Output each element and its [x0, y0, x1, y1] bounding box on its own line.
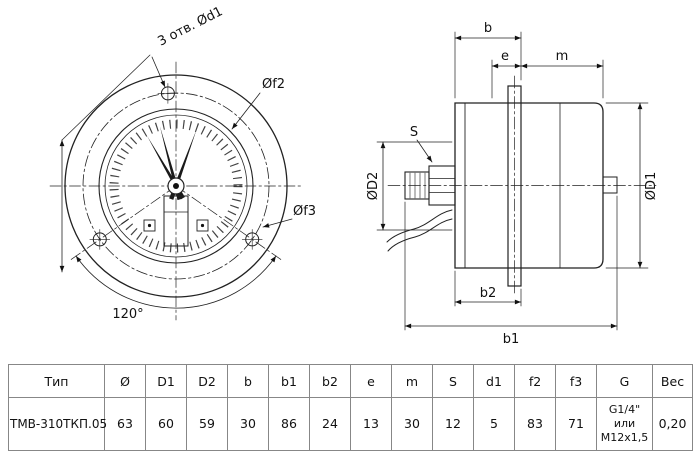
spec-header-cell: b1: [268, 364, 310, 398]
spec-value-cell: 0,20: [652, 397, 693, 451]
bolt-circle: [82, 92, 270, 280]
side-view: S b e m ØD1 ØD2 b2 b1: [366, 21, 659, 347]
spec-value-cell: 30: [391, 397, 433, 451]
scale-ticks: [109, 119, 243, 253]
spec-value-cell: 12: [432, 397, 474, 451]
spec-value-cell: 71: [555, 397, 597, 451]
threaded-connection: [404, 171, 430, 200]
flange-outline: [64, 74, 288, 298]
spec-value-cell: 5: [473, 397, 515, 451]
bottom-extension-lines: [404, 195, 618, 331]
radial-centerline-right: [175, 185, 284, 262]
spec-value-cell: 60: [145, 397, 187, 451]
spec-header-cell: D2: [186, 364, 228, 398]
left-dimension-leader: [61, 54, 151, 141]
spec-table: Тип Ø D1 D2 b b1 b2 e m S d1 f2 f3 G Вес…: [8, 364, 693, 451]
s-label: S: [410, 125, 418, 140]
spec-header-cell: Вес: [652, 364, 693, 398]
f3-leader: [262, 218, 293, 228]
spec-header-cell: m: [391, 364, 433, 398]
e-label: e: [501, 49, 509, 64]
holes-leader: [151, 56, 166, 88]
spec-header-cell: b2: [309, 364, 351, 398]
f2-label: Øf2: [262, 77, 285, 92]
angle-dimension-arc: [75, 255, 277, 309]
top-extension-lines: [454, 31, 604, 99]
angle-label: 120°: [112, 307, 143, 322]
b1-label: b1: [503, 332, 520, 347]
m-label: m: [556, 49, 569, 64]
spec-header-cell: D1: [145, 364, 187, 398]
spec-header-row: Тип Ø D1 D2 b b1 b2 e m S d1 f2 f3 G Вес: [8, 364, 693, 398]
spec-value-cell: 30: [227, 397, 269, 451]
spec-header-cell: e: [350, 364, 392, 398]
spec-value-cell: 63: [104, 397, 146, 451]
spec-value-cell: 13: [350, 397, 392, 451]
s-leader: [416, 139, 433, 163]
electrical-wires: [386, 209, 453, 252]
mounting-hole-top: [157, 83, 179, 104]
movement-bracket: [143, 195, 209, 247]
spec-value-cell: 24: [309, 397, 351, 451]
spec-value-cell: 59: [186, 397, 228, 451]
d2-label: ØD2: [366, 172, 381, 201]
spec-header-cell: S: [432, 364, 474, 398]
spec-header-cell: b: [227, 364, 269, 398]
spec-value-cell: 83: [514, 397, 556, 451]
spec-header-cell: f2: [514, 364, 556, 398]
f2-leader: [231, 92, 261, 130]
spec-header-cell: Ø: [104, 364, 146, 398]
d1-label: ØD1: [644, 172, 659, 201]
d2-extension-lines: [376, 141, 453, 231]
mounting-hole-left: [89, 229, 111, 250]
holes-label: 3 отв. Ød1: [156, 4, 226, 49]
spec-header-cell: d1: [473, 364, 515, 398]
case-outline: [454, 102, 604, 269]
needle-hub-center: [173, 183, 179, 189]
back-stem: [602, 176, 618, 194]
spec-value-row: ТМВ-310ТКП.05 63 60 59 30 86 24 13 30 12…: [8, 397, 693, 451]
spec-header-cell: f3: [555, 364, 597, 398]
case-rim: [98, 108, 254, 264]
b2-label: b2: [480, 286, 497, 301]
spec-value-cell: G1/4" или M12x1,5: [596, 397, 653, 451]
spec-header-cell: Тип: [8, 364, 105, 398]
spec-value-cell: ТМВ-310ТКП.05: [8, 397, 107, 451]
technical-drawing: 3 отв. Ød1 Øf2 Øf3 120°: [49, 4, 659, 347]
f3-label: Øf3: [293, 204, 316, 219]
mounting-hole-right: [241, 229, 263, 250]
front-view: 3 отв. Ød1 Øf2 Øf3 120°: [49, 4, 316, 322]
spec-value-cell: 86: [268, 397, 310, 451]
b-label: b: [484, 21, 492, 36]
mounting-flange: [507, 85, 522, 287]
spec-header-cell: G: [596, 364, 653, 398]
